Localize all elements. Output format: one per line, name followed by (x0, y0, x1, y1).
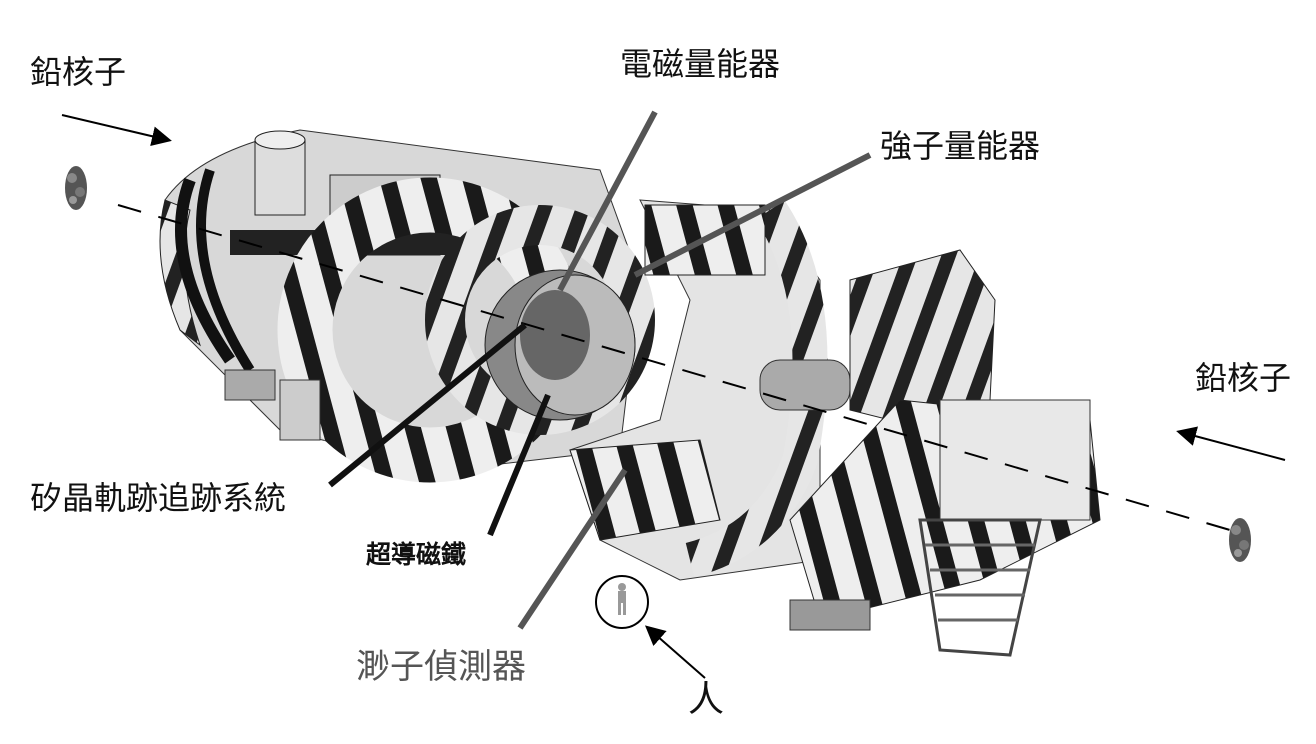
magnet-leader (487, 393, 551, 537)
left-barrel (159, 129, 655, 483)
label-lead-nucleus-left: 鉛核子 (30, 53, 127, 91)
label-person: 人 (688, 679, 725, 720)
lead-nucleus-left-icon (65, 166, 87, 210)
label-tracker: 矽晶軌跡追跡系統 (30, 479, 287, 517)
label-hcal: 強子量能器 (880, 127, 1041, 165)
label-muon-detector: 渺子偵測器 (356, 647, 526, 687)
lead-nucleus-right-icon (1229, 518, 1251, 562)
incoming-arrow-right (1176, 426, 1286, 461)
label-ecal: 電磁量能器 (620, 45, 781, 83)
label-lead-nucleus-right: 鉛核子 (1195, 359, 1292, 397)
tracker-leader (328, 322, 527, 488)
incoming-arrow-left (61, 114, 172, 147)
person-arrow (644, 625, 706, 679)
label-magnet: 超導磁鐵 (366, 540, 467, 569)
ecal-leader (557, 110, 658, 292)
right-endcap (789, 249, 1101, 657)
muon-leader (517, 468, 628, 630)
middle-section (569, 199, 851, 581)
person-icon (618, 583, 626, 615)
hcal-leader (633, 152, 872, 278)
